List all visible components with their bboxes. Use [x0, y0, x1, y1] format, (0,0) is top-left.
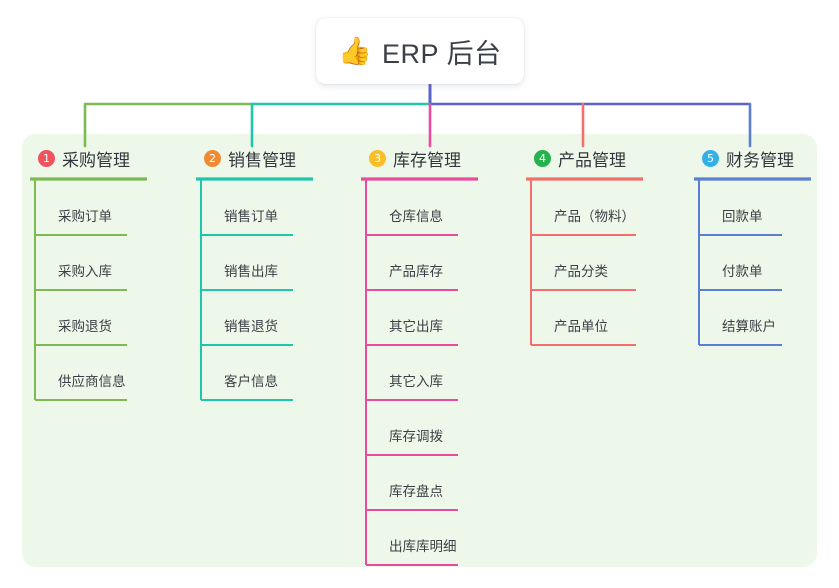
branch-title-1: 采购管理 [62, 150, 130, 170]
branch-item[interactable]: 仓库信息 [361, 177, 461, 232]
branch-item-label: 出库库明细 [389, 539, 457, 554]
branch-item[interactable]: 客户信息 [196, 342, 296, 397]
branch-items-3: 仓库信息产品库存其它出库其它入库库存调拨库存盘点出库库明细 [361, 177, 461, 562]
branch-item-label: 采购入库 [58, 264, 112, 279]
branch-column-4: 4 产品管理产品（物料） 产品分类产品单位 [526, 146, 635, 342]
branch-badge-1: 1 [38, 149, 55, 167]
thumbs-up-icon: 👍 [338, 35, 373, 67]
branch-column-5: 5 财务管理回款单付款单结算账户 [694, 146, 794, 342]
branch-item[interactable]: 产品（物料） [526, 177, 635, 232]
branch-header-1[interactable]: 1 采购管理 [30, 146, 130, 170]
branch-item[interactable]: 销售订单 [196, 177, 296, 232]
branch-item[interactable]: 其它入库 [361, 342, 461, 397]
branch-item-label: 回款单 [722, 209, 763, 224]
branch-item-label: 产品单位 [554, 319, 608, 334]
root-title: ERP 后台 [382, 38, 502, 69]
branch-column-2: 2 销售管理销售订单销售出库销售退货客户信息 [196, 146, 296, 397]
branch-item[interactable]: 产品库存 [361, 232, 461, 287]
branch-item[interactable]: 付款单 [694, 232, 794, 287]
diagram-background-panel [22, 134, 817, 567]
root-node[interactable]: 👍 ERP 后台 [316, 18, 524, 84]
branch-item-label: 库存调拨 [389, 429, 443, 444]
branch-item-label: 采购退货 [58, 319, 112, 334]
branch-item[interactable]: 结算账户 [694, 287, 794, 342]
branch-item-label: 结算账户 [722, 319, 776, 334]
branch-item[interactable]: 采购入库 [30, 232, 130, 287]
branch-item-label: 其它出库 [389, 319, 443, 334]
branch-title-4: 产品管理 [558, 150, 626, 170]
branch-item-label: 付款单 [722, 264, 763, 279]
branch-header-4[interactable]: 4 产品管理 [526, 146, 626, 170]
branch-item-label: 客户信息 [224, 374, 278, 389]
branch-header-2[interactable]: 2 销售管理 [196, 146, 296, 170]
branch-item-label: 销售订单 [224, 209, 278, 224]
branch-title-5: 财务管理 [726, 150, 794, 170]
branch-item-label: 仓库信息 [389, 209, 443, 224]
branch-item-label: 供应商信息 [58, 374, 126, 389]
branch-item[interactable]: 库存调拨 [361, 397, 461, 452]
branch-item[interactable]: 销售退货 [196, 287, 296, 342]
branch-badge-4: 4 [534, 149, 551, 167]
branch-item-label: 库存盘点 [389, 484, 443, 499]
branch-item[interactable]: 采购订单 [30, 177, 130, 232]
branch-badge-3: 3 [369, 149, 386, 167]
branch-header-3[interactable]: 3 库存管理 [361, 146, 461, 170]
branch-column-1: 1 采购管理采购订单采购入库采购退货供应商信息 [30, 146, 130, 397]
branch-item[interactable]: 采购退货 [30, 287, 130, 342]
branch-items-2: 销售订单销售出库销售退货客户信息 [196, 177, 296, 397]
branch-badge-5: 5 [702, 149, 719, 167]
branch-item-label: 采购订单 [58, 209, 112, 224]
branch-item[interactable]: 供应商信息 [30, 342, 130, 397]
branch-items-5: 回款单付款单结算账户 [694, 177, 794, 342]
branch-title-3: 库存管理 [393, 150, 461, 170]
branch-item[interactable]: 销售出库 [196, 232, 296, 287]
branch-item-label: 销售出库 [224, 264, 278, 279]
branch-item[interactable]: 库存盘点 [361, 452, 461, 507]
branch-items-4: 产品（物料） 产品分类产品单位 [526, 177, 635, 342]
branch-item-label: 其它入库 [389, 374, 443, 389]
branch-item-label: 销售退货 [224, 319, 278, 334]
branch-items-1: 采购订单采购入库采购退货供应商信息 [30, 177, 130, 397]
branch-item[interactable]: 回款单 [694, 177, 794, 232]
branch-column-3: 3 库存管理仓库信息产品库存其它出库其它入库库存调拨库存盘点出库库明细 [361, 146, 461, 562]
branch-badge-2: 2 [204, 149, 221, 167]
branch-item[interactable]: 其它出库 [361, 287, 461, 342]
branch-item[interactable]: 产品单位 [526, 287, 626, 342]
branch-item[interactable]: 出库库明细 [361, 507, 461, 562]
branch-item-label: 产品库存 [389, 264, 443, 279]
branch-item-label: 产品分类 [554, 264, 608, 279]
branch-item[interactable]: 产品分类 [526, 232, 626, 287]
branch-title-2: 销售管理 [228, 150, 296, 170]
branch-header-5[interactable]: 5 财务管理 [694, 146, 794, 170]
branch-item-label: 产品（物料） [554, 209, 635, 224]
